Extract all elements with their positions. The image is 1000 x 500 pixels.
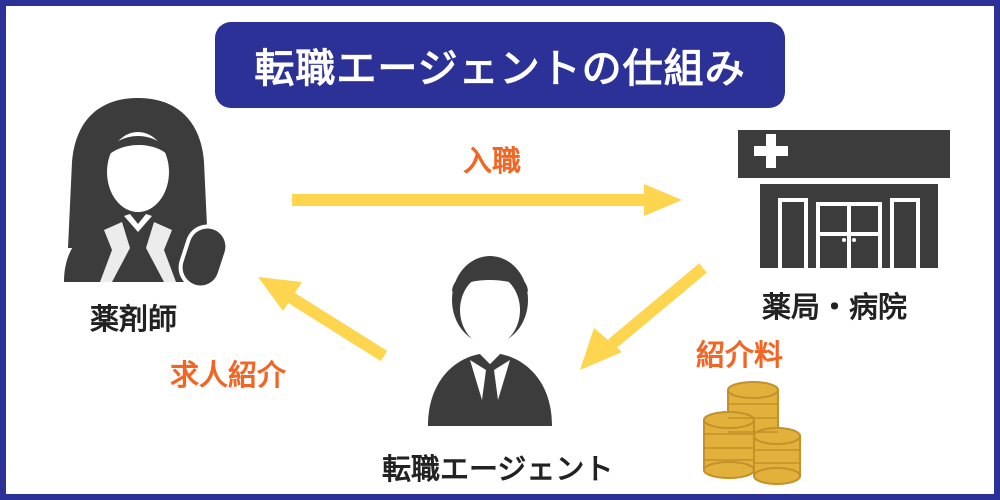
flow-label-job-introduction: 求人紹介 — [170, 358, 287, 392]
pharmacy-building-icon — [738, 130, 950, 268]
arrow-hire — [292, 184, 682, 216]
coin-stack-icon — [703, 381, 801, 485]
agent-man-icon — [428, 256, 552, 426]
arrow-referral-fee — [580, 263, 707, 370]
arrow-job-introduction — [258, 277, 388, 362]
flow-label-hire: 入職 — [463, 144, 522, 178]
node-label-agent: 転職エージェント — [382, 452, 614, 486]
flow-label-referral-fee: 紹介料 — [696, 338, 784, 372]
title-banner: 転職エージェントの仕組み — [215, 22, 785, 108]
node-label-pharmacy-hospital: 薬局・病院 — [762, 290, 908, 324]
node-label-pharmacist: 薬剤師 — [90, 302, 178, 336]
page-title: 転職エージェントの仕組み — [254, 46, 746, 92]
pharmacist-woman-icon — [64, 98, 230, 290]
